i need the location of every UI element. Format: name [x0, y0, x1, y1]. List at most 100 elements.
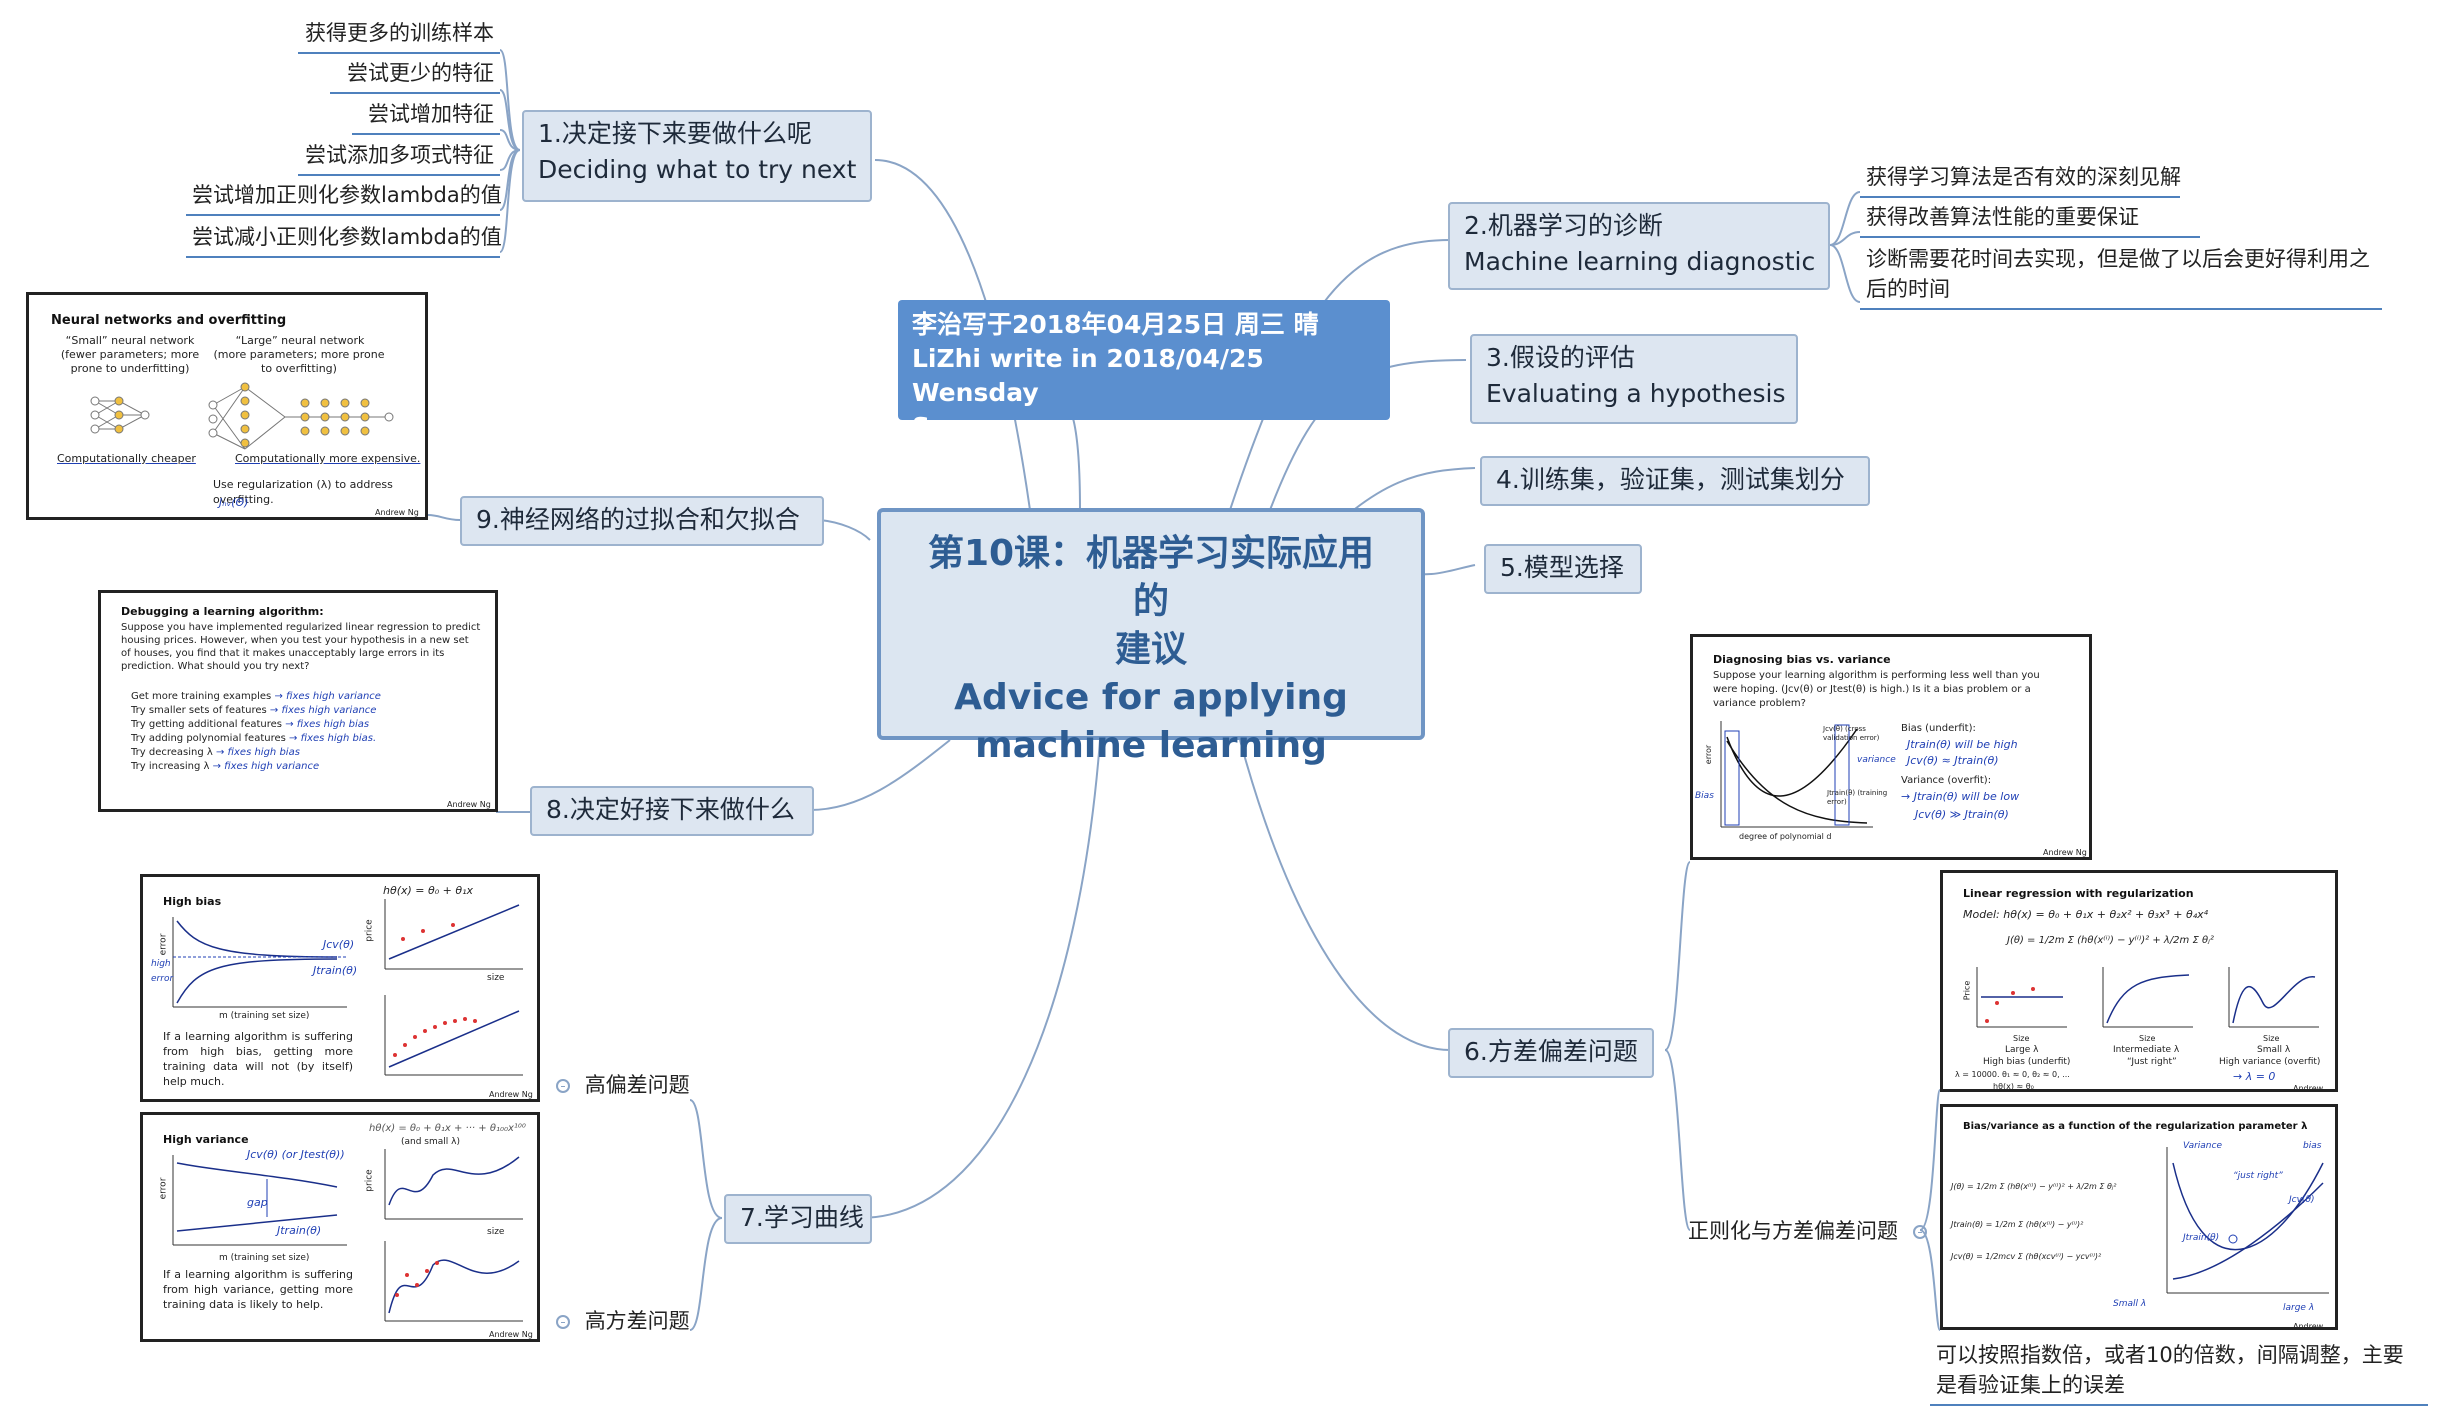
leaf-diag-guarantee[interactable]: 获得改善算法性能的重要保证 [1860, 202, 2200, 238]
slide-text: If a learning algorithm is suffering fro… [163, 1268, 353, 1311]
slide-title: High variance [163, 1133, 249, 1146]
slide-high-bias[interactable]: High bias hθ(x) = θ₀ + θ₁x Jcv(θ) Jtrain… [140, 874, 540, 1102]
hand-train: Jtrain(θ) [2183, 1233, 2220, 1243]
slide-diagnosing-bias-variance[interactable]: Diagnosing bias vs. variance Suppose you… [1690, 634, 2092, 860]
leaf-polynomial-features[interactable]: 尝试添加多项式特征 [298, 140, 500, 176]
hand-cv: Jcv(θ) [2289, 1195, 2315, 1205]
slide-high-variance[interactable]: High variance hθ(x) = θ₀ + θ₁x + ··· + θ… [140, 1112, 540, 1342]
collapse-toggle-icon[interactable] [1912, 1225, 1927, 1239]
slide-footer: Andrew Ng [2293, 1322, 2324, 1330]
note-2: hθ(x) ≈ θ₀ [1993, 1082, 2034, 1091]
leaf-more-features[interactable]: 尝试增加特征 [352, 99, 500, 135]
x-label-right: size [487, 973, 505, 983]
hand-train: Jtrain(θ) [313, 964, 358, 977]
collapse-toggle-icon[interactable] [556, 1079, 570, 1093]
slide-text: Suppose you have implemented regularized… [121, 622, 481, 672]
slide-nn-overfitting[interactable]: Neural networks and overfitting “Small” … [26, 292, 428, 520]
branch-deciding-next[interactable]: 1.决定接下来要做什么呢 Deciding what to try next [522, 110, 872, 202]
reg-bias-variance-label[interactable]: 正则化与方差偏差问题 [1688, 1216, 1927, 1246]
slide-large-2: (more parameters; more prone [213, 348, 385, 361]
var-2: Jcv(θ) ≫ Jtrain(θ) [1915, 808, 2009, 821]
bias-curve-plot [172, 917, 347, 1008]
author-note-line3: Sunny [912, 412, 1000, 441]
leaf-fewer-features[interactable]: 尝试更少的特征 [330, 58, 500, 94]
slide-small-2: (fewer parameters; more [60, 348, 200, 361]
branch-data-split[interactable]: 4.训练集，验证集，测试集划分 [1480, 456, 1870, 506]
slide-footer: Andrew Ng [375, 508, 419, 517]
branch-model-selection[interactable]: 5.模型选择 [1484, 544, 1642, 594]
slide-hand: Jₙᵥ(Θ) [219, 496, 249, 509]
sub-high-variance-text: 高方差问题 [584, 1309, 690, 1333]
branch-evaluate-hypothesis-title: 3.假设的评估 [1486, 343, 1635, 372]
slide-text: Suppose your learning algorithm is perfo… [1713, 670, 2040, 709]
x-label: degree of polynomial d [1739, 832, 1832, 841]
slide-j: J(θ) = 1/2m Σ (hθ(x⁽ⁱ⁾) − y⁽ⁱ⁾)² + λ/2m … [1951, 1182, 2117, 1191]
branch-nn-fitting[interactable]: 9.神经网络的过拟合和欠拟合 [460, 496, 824, 546]
slide-jtrain: Jtrain(θ) = 1/2m Σ (hθ(x⁽ⁱ⁾) − y⁽ⁱ⁾)² [1951, 1220, 2084, 1229]
central-topic[interactable]: 第10课：机器学习实际应用的 建议 Advice for applying ma… [877, 508, 1425, 766]
sub-high-bias-text: 高偏差问题 [584, 1073, 690, 1097]
bias-variance-curve [1720, 721, 1873, 828]
branch-ml-diagnostic[interactable]: 2.机器学习的诊断 Machine learning diagnostic [1448, 202, 1830, 290]
leaf-more-samples[interactable]: 获得更多的训练样本 [298, 18, 500, 54]
hand-bias: Bias [1695, 791, 1714, 801]
p2-sub: “Just right” [2127, 1057, 2177, 1067]
var-1: → Jtrain(θ) will be low [1901, 790, 2020, 803]
slide-footer: Andrew Ng [489, 1330, 533, 1339]
small-network-diagram [90, 396, 150, 434]
leaf-diag-time[interactable]: 诊断需要花时间去实现，但是做了以后会更好得利用之后的时间 [1860, 244, 2382, 310]
leaf-decrease-lambda[interactable]: 尝试减小正则化参数lambda的值 [186, 222, 502, 258]
slide-title: Linear regression with regularization [1963, 887, 2194, 900]
branch-evaluate-hypothesis[interactable]: 3.假设的评估 Evaluating a hypothesis [1470, 334, 1798, 424]
hand-lambda-zero: → λ = 0 [2233, 1070, 2276, 1083]
branch-deciding-next-subtitle: Deciding what to try next [538, 155, 857, 184]
sub-high-variance[interactable]: 高方差问题 [556, 1306, 690, 1336]
slide-item-1: Try smaller sets of features → fixes hig… [131, 703, 376, 718]
slide-linreg-regularization[interactable]: Linear regression with regularization Mo… [1940, 870, 2338, 1092]
p3-sub: High variance (overfit) [2219, 1057, 2321, 1067]
hand-train: Jtrain(θ) [277, 1224, 322, 1237]
sub-high-bias[interactable]: 高偏差问题 [556, 1070, 690, 1100]
slide-large-1: “Large” neural network [235, 334, 365, 347]
branch-bias-variance[interactable]: 6.方差偏差问题 [1448, 1028, 1654, 1078]
y-label-right: price [364, 919, 375, 942]
slide-model: Model: hθ(x) = θ₀ + θ₁x + θ₂x² + θ₃x³ + … [1963, 908, 2209, 921]
slide-bias-variance-lambda[interactable]: Bias/variance as a function of the regul… [1940, 1104, 2338, 1330]
p1-x: Size [2013, 1034, 2030, 1043]
hand-cv: Jcv(θ) [323, 938, 355, 951]
branch-learning-curves[interactable]: 7.学习曲线 [724, 1194, 872, 1244]
leaf-diag-insight[interactable]: 获得学习算法是否有效的深刻见解 [1860, 162, 2181, 198]
slide-item-0: Get more training examples → fixes high … [131, 689, 381, 704]
slide-title: Bias/variance as a function of the regul… [1963, 1121, 2308, 1132]
y-label-left: error [158, 933, 169, 956]
p3-x: Size [2263, 1034, 2280, 1043]
bias-1: Jtrain(θ) will be high [1907, 738, 2018, 751]
item-text: Get more training examples [131, 691, 272, 702]
author-note-line1: 李治写于2018年04月25日 周三 晴 [912, 310, 1319, 339]
item-note: → fixes high variance [269, 705, 377, 716]
variance-fit-plots [384, 1149, 523, 1322]
p2-lab: Intermediate λ [2113, 1045, 2180, 1055]
central-topic-line4: machine learning [975, 725, 1327, 766]
item-note: → fixes high variance [212, 761, 320, 772]
hand-cv: Jcv(θ) (or Jtest(θ)) [247, 1148, 345, 1161]
leaf-lambda-tuning-note[interactable]: 可以按照指数倍，或者10的倍数，间隔调整，主要是看验证集上的误差 [1930, 1340, 2428, 1406]
slide-small-3: prone to underfitting) [70, 362, 190, 375]
slide-formula: hθ(x) = θ₀ + θ₁x [383, 884, 474, 897]
lambda-error-curve [2166, 1147, 2329, 1294]
bias-head: Bias (underfit): [1901, 723, 1976, 734]
slide-title: Debugging a learning algorithm: [121, 605, 324, 618]
p3-lab: Small λ [2257, 1045, 2291, 1055]
slide-debugging[interactable]: Debugging a learning algorithm: Suppose … [98, 590, 498, 812]
slide-footer: Andrew Ng [447, 800, 491, 809]
var-head: Variance (overfit): [1901, 775, 1992, 786]
branch-decided-next[interactable]: 8.决定好接下来做什么 [530, 786, 814, 836]
y-label-right: price [364, 1169, 375, 1192]
central-topic-line1: 第10课：机器学习实际应用的 [927, 533, 1375, 622]
hand-gap: gap [247, 1196, 268, 1209]
collapse-toggle-icon[interactable] [556, 1315, 570, 1329]
author-note[interactable]: 李治写于2018年04月25日 周三 晴 LiZhi write in 2018… [898, 300, 1390, 441]
leaf-increase-lambda[interactable]: 尝试增加正则化参数lambda的值 [186, 180, 502, 216]
slide-footer: Andrew Ng [2293, 1084, 2324, 1092]
reg-bias-variance-text: 正则化与方差偏差问题 [1688, 1219, 1898, 1243]
